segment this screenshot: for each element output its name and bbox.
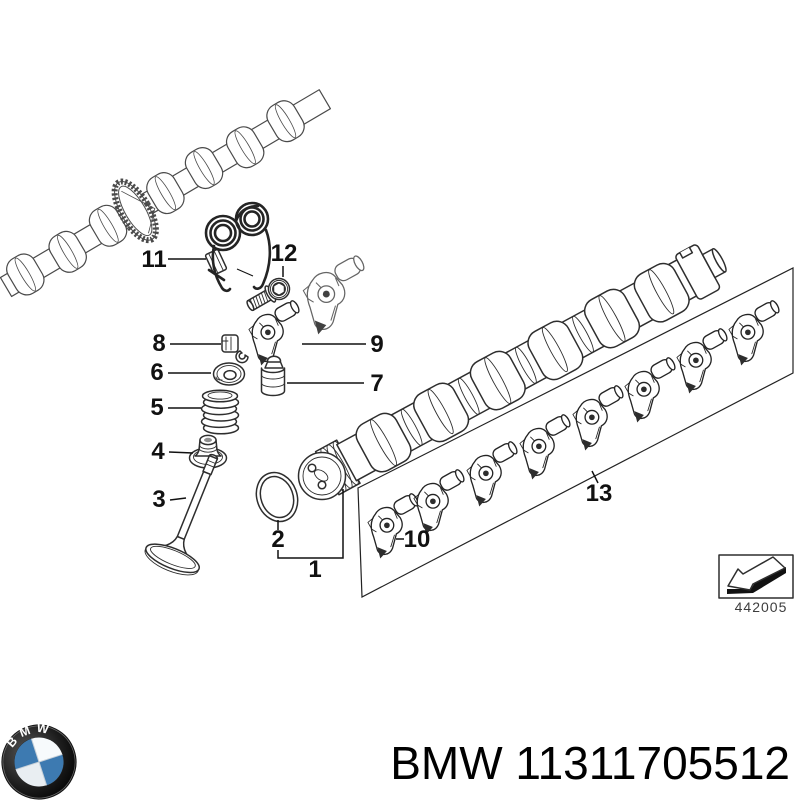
part-number-text: 11311705512 [515, 737, 790, 789]
callout-7: 7 [370, 370, 384, 397]
callout-2: 2 [271, 526, 285, 553]
callout-10: 10 [403, 526, 431, 553]
valve-keeper-part [221, 334, 249, 364]
rocker-arm-item [728, 298, 782, 367]
intermediate-lever-ghost [302, 253, 367, 335]
camshaft-part [297, 244, 727, 501]
direction-arrow-icon [727, 556, 786, 594]
callout-11: 11 [141, 246, 167, 273]
rocker-arm-item [466, 439, 520, 508]
bmw-roundel-logo: BMW [1, 715, 77, 800]
drawing-number: 442005 [735, 599, 788, 615]
rocker-arm-item [572, 383, 626, 452]
rocker-arm-item [624, 355, 678, 424]
spring-retainer-part [212, 362, 246, 386]
torsion-spring-part [204, 201, 272, 293]
valve-part [144, 453, 219, 576]
callout-12: 12 [270, 240, 298, 267]
callout-1: 1 [308, 556, 322, 583]
camshaft-gear [111, 178, 159, 244]
rocker-arm-item [676, 326, 730, 395]
rocker-arm-panel-outline [357, 267, 794, 598]
callout-9: 9 [370, 331, 384, 358]
valve-spring-part [200, 389, 240, 435]
valve-stem-seal-part [188, 434, 228, 469]
part-number-caption: BMW 11311705512 [390, 740, 790, 786]
callout-6: 6 [150, 359, 164, 386]
brand-text: BMW [390, 737, 503, 789]
camshaft-front-cap [297, 451, 347, 501]
callout-8: 8 [152, 330, 166, 357]
callout-leader-lines [168, 258, 599, 559]
callout-5: 5 [150, 394, 164, 421]
o-ring-part [255, 471, 299, 523]
rocker-arm-item [413, 467, 467, 536]
callout-4: 4 [151, 438, 165, 465]
callout-3: 3 [152, 486, 166, 513]
second-camshaft-ghost [0, 89, 331, 298]
bolt-part [246, 277, 291, 312]
callout-13: 13 [585, 480, 613, 507]
hydraulic-tappet-part [260, 355, 286, 397]
origin-arrow-box [718, 554, 794, 599]
rocker-arm-item [519, 412, 573, 481]
